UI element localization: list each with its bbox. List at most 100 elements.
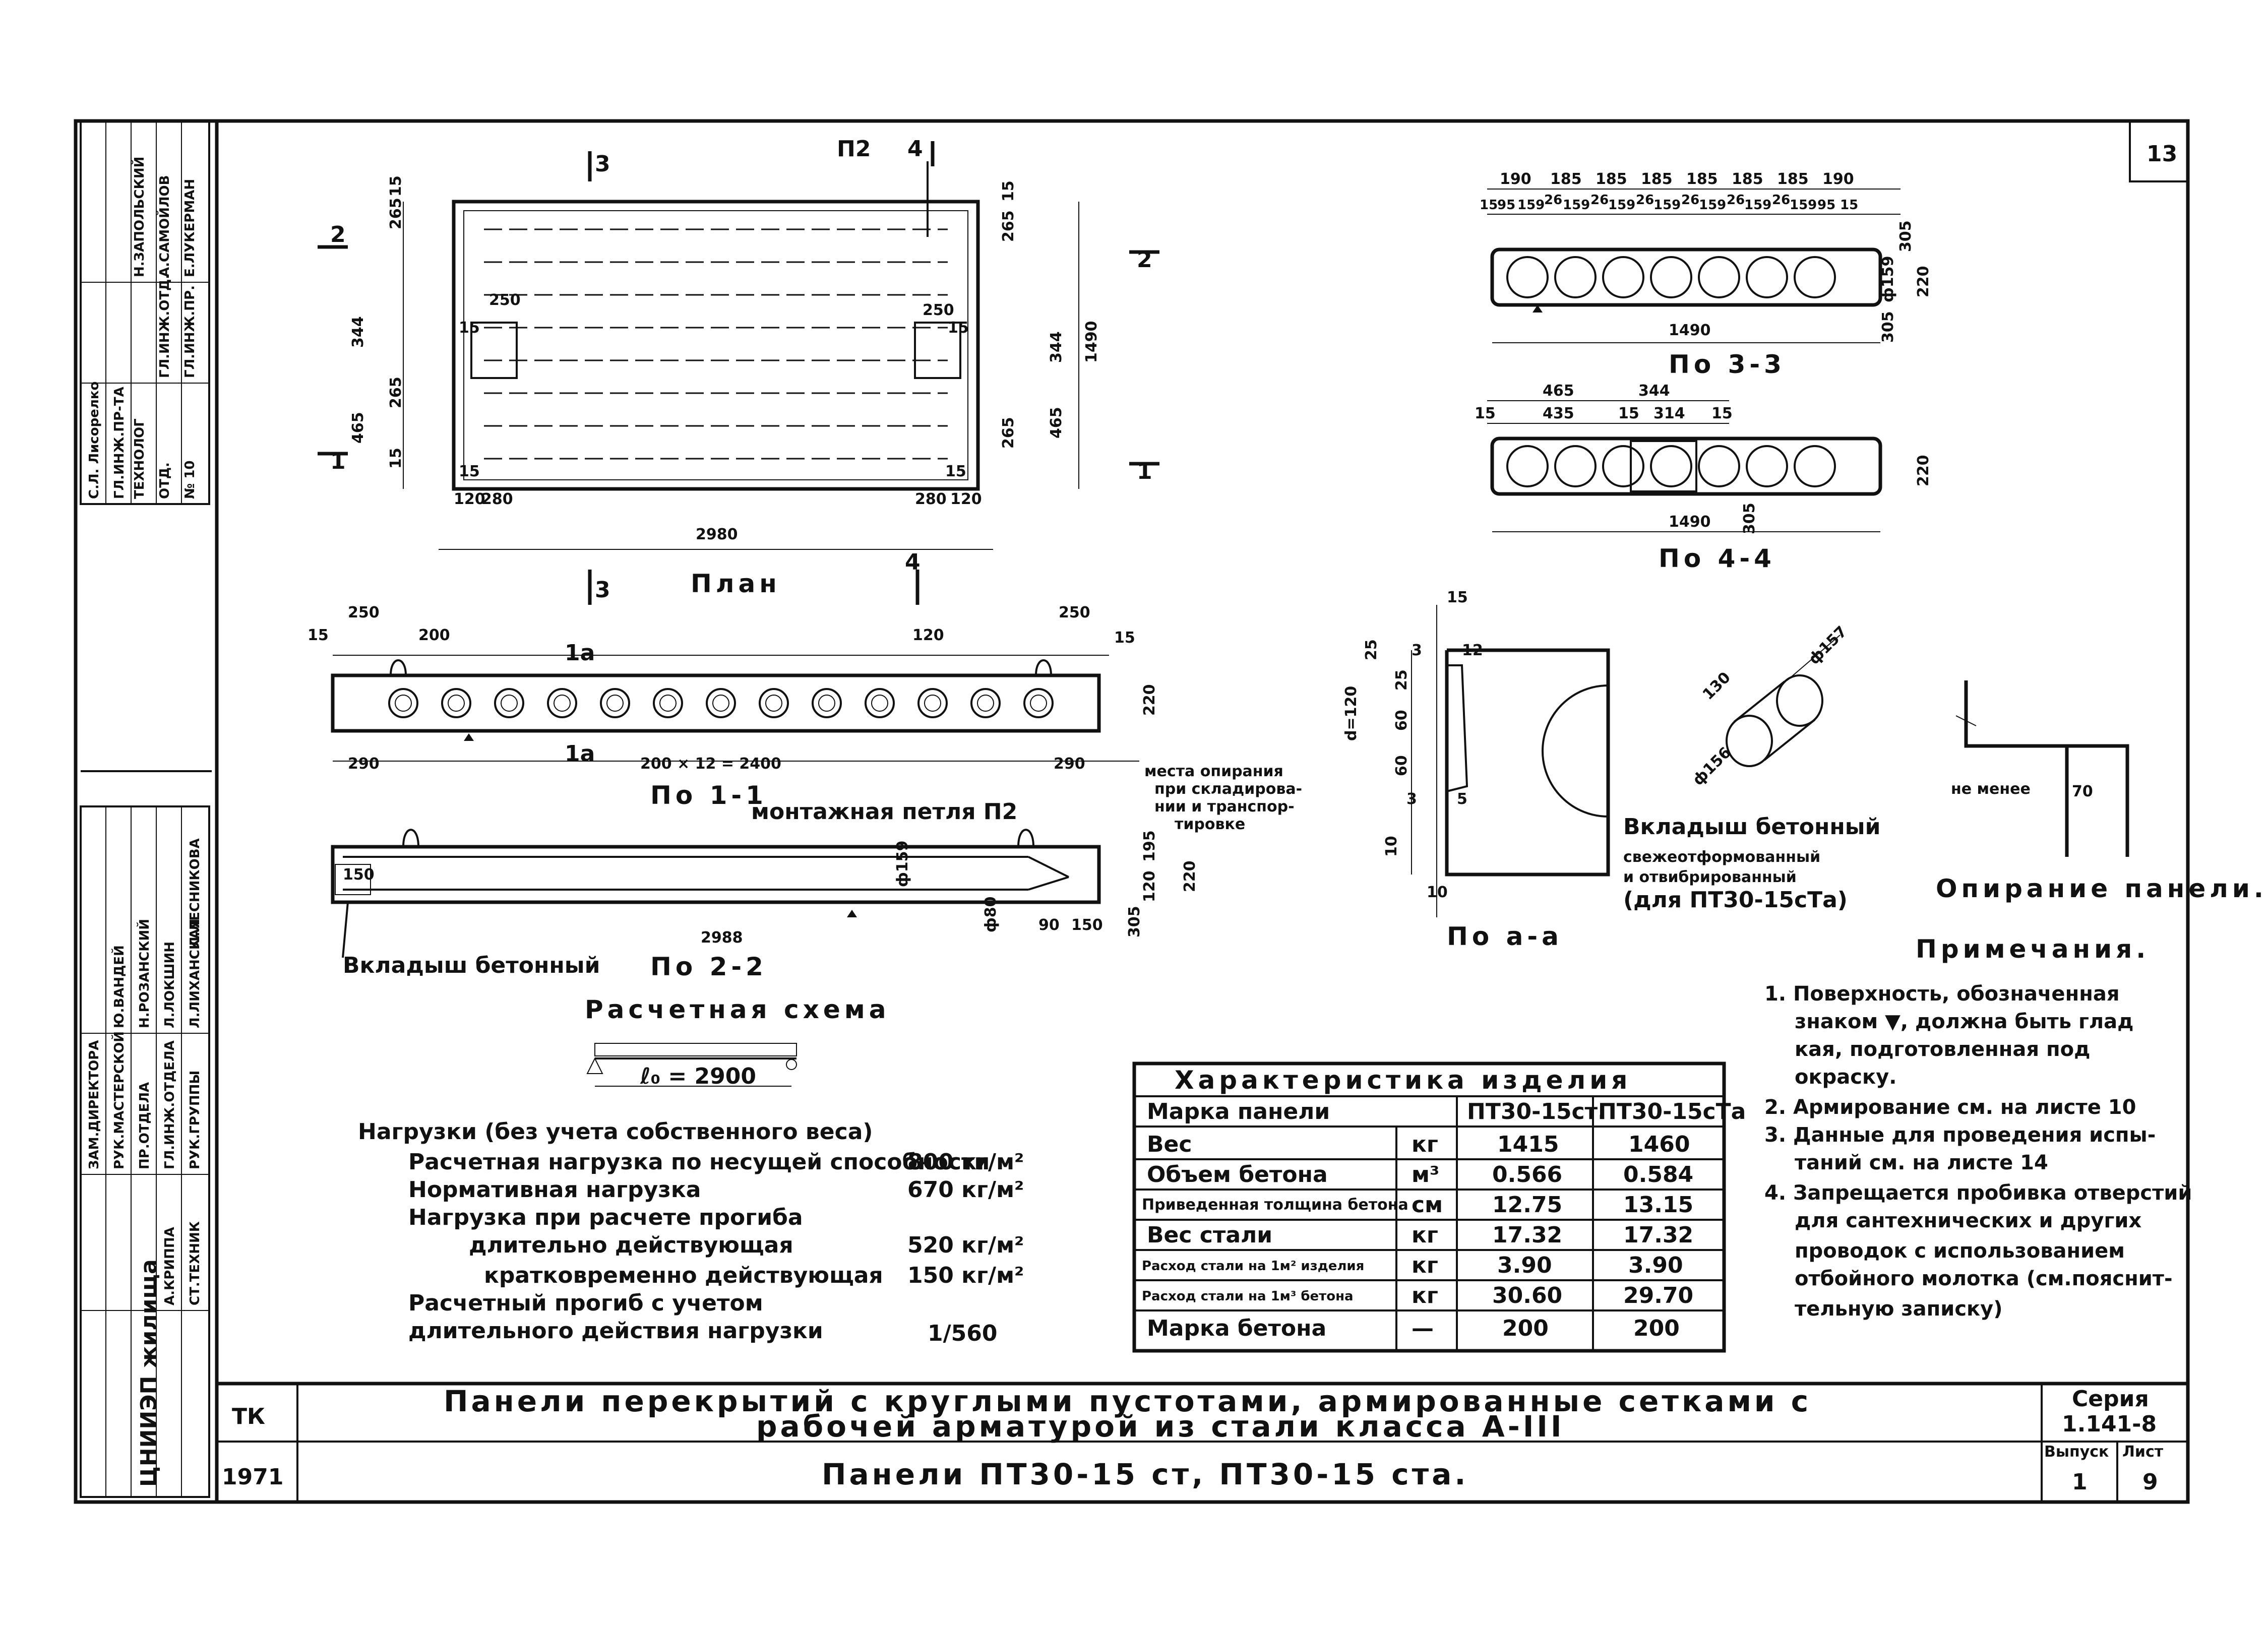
drawing-label: — (1412, 1316, 1434, 1341)
drawing-label: 3 (1406, 790, 1417, 808)
drawing-label: ТЕХНОЛОГ (132, 418, 147, 499)
calc-scheme-title: Расчетная схема (585, 995, 890, 1024)
drawing-label: свежеотформованный (1623, 848, 1820, 866)
drawing-label: 15 (387, 448, 405, 469)
drawing-label: ЗАМ.ДИРЕКТОРА (87, 1040, 102, 1169)
drawing-label: 3 (595, 151, 610, 177)
drawing-label: 15 (1447, 589, 1468, 606)
drawing-label: 26 (1636, 193, 1654, 208)
drawing-label: 220 (1915, 266, 1932, 297)
drawing-label: 17.32 (1623, 1222, 1693, 1248)
drawing-label: Н.РОЗАНСКИЙ (136, 919, 152, 1028)
drawing-label: 280 (481, 490, 513, 508)
drawing-label: Расход стали на 1м² изделия (1142, 1259, 1364, 1274)
drawing-label: 435 (1543, 405, 1574, 422)
section-2-2 (331, 829, 1101, 958)
drawing-label: ОТД. (157, 462, 172, 499)
drawing-label: 290 (348, 755, 380, 773)
drawing-label: 15 (948, 319, 969, 337)
drawing-label: для сантехнических и других (1795, 1209, 2141, 1232)
drawing-label: 1490 (1669, 322, 1711, 339)
drawing-label: 1415 (1497, 1132, 1559, 1157)
drawing-label: Расчетная нагрузка по несущей способност… (408, 1149, 990, 1175)
drawing-label: 26 (1544, 193, 1562, 208)
drawing-label: отбойного молотка (см.пояснит- (1795, 1267, 2173, 1290)
drawing-label: кг (1412, 1283, 1438, 1308)
drawing-label: см (1412, 1192, 1443, 1218)
plan-length: 2980 (696, 526, 738, 543)
drawing-label: 15 (1000, 180, 1017, 202)
drawing-label: Ю.ВАНДЕЙ (111, 945, 127, 1028)
drawing-label: 1460 (1628, 1132, 1690, 1157)
sheet-number-box (2129, 120, 2189, 182)
drawing-label: 3 (595, 577, 610, 603)
drawing-label: 3 (1412, 642, 1422, 659)
support-detail (1955, 680, 2129, 857)
drawing-label: 290 (1054, 755, 1085, 773)
drawing-label: А.САМОЙЛОВ (156, 175, 172, 277)
loads-block: Нагрузки (без учета собственного веса) Р… (358, 1119, 1024, 1346)
drawing-label: места опирания (1144, 763, 1283, 780)
drawing-label: 159 (1563, 198, 1590, 213)
drawing-label: 190 (1500, 170, 1531, 188)
drawing-label: 344 (349, 316, 367, 348)
characteristics-title: Характеристика изделия (1175, 1066, 1631, 1095)
drawing-label: 13.15 (1623, 1192, 1693, 1218)
drawing-label: d=120 (1342, 686, 1360, 741)
drawing-label: проводок с использованием (1795, 1239, 2125, 1263)
drawing-label: 95 (1497, 198, 1515, 213)
title-subtitle: Панели ПТ30-15 ст, ПТ30-15 ста. (822, 1457, 1468, 1491)
drawing-label: 17.32 (1492, 1222, 1562, 1248)
drawing-label: 15 (1114, 629, 1135, 647)
drawing-label: ГЛ.ИНЖ.ОТД. (157, 274, 172, 378)
calc-scheme (586, 1043, 797, 1087)
drawing-label: Расход стали на 1м³ бетона (1142, 1289, 1354, 1304)
drawing-label: 15 (945, 463, 966, 480)
drawing-label: 12 (1462, 642, 1483, 659)
drawing-label: кг (1412, 1222, 1438, 1248)
stamp-top: С.Л. Лисорелко ГЛ.ИНЖ.ПР-ТА ТЕХНОЛОГ ОТД… (80, 120, 210, 505)
drawing-label: П2 (837, 136, 871, 162)
drawing-label: 220 (1181, 860, 1199, 892)
drawing-label: 120 (1141, 870, 1158, 902)
drawing-label: кг (1412, 1253, 1438, 1278)
drawing-label: ГЛ.ИНЖ.ПР-ТА (112, 387, 127, 499)
plan-title: План (691, 569, 781, 598)
drawing-label: ф159 (1879, 256, 1897, 302)
drawing-label: 15 (459, 319, 480, 337)
title-code: ТК (232, 1404, 265, 1429)
drawing-label: кая, подготовленная под (1795, 1038, 2090, 1061)
drawing-label: тировке (1175, 816, 1245, 833)
drawing-label: 15 (387, 175, 405, 197)
section-3-3 (1487, 189, 1901, 343)
drawing-label: ПР.ОТДЕЛА (137, 1082, 152, 1169)
sheet-number: 13 (2147, 141, 2177, 167)
drawing-label: 95 (1817, 198, 1835, 213)
drawing-label: 15 (1711, 405, 1733, 422)
insert-label-22: Вкладыш бетонный (343, 953, 600, 978)
drawing-label: и отвибрированный (1623, 868, 1797, 886)
drawing-label: при складирова- (1154, 780, 1302, 798)
drawing-label: 1490 (1669, 513, 1711, 531)
drawing-label: 2 (1137, 247, 1152, 273)
drawing-label: 25 (1363, 639, 1380, 660)
drawing-label: 344 (1638, 382, 1670, 400)
drawing-label: ПТ30-15ст. (1467, 1099, 1606, 1124)
insert-detail (1726, 635, 1841, 767)
drawing-label: 120 (912, 627, 944, 644)
drawing-label: 3. Данные для проведения испы- (1764, 1123, 2156, 1147)
drawing-label: 15 (1475, 405, 1496, 422)
section-a-a (1411, 605, 1610, 917)
drawing-label: 465 (349, 412, 367, 444)
drawing-label: 185 (1732, 170, 1763, 188)
drawing-label: 1.141-8 (2062, 1411, 2157, 1437)
drawing-label: ф156 (1689, 744, 1735, 789)
drawing-label: 159 (1653, 198, 1681, 213)
drawing-label: Н.ЗАПОЛЬСКИЙ (131, 157, 147, 277)
drawing-label: 344 (1048, 331, 1065, 363)
section-4-4-title: По 4-4 (1659, 544, 1775, 573)
drawing-label: А.КРИППА (162, 1227, 177, 1305)
drawing-label: Л.ЛИХАНСКАЯ (188, 919, 203, 1028)
drawing-label: 1a (565, 741, 595, 767)
